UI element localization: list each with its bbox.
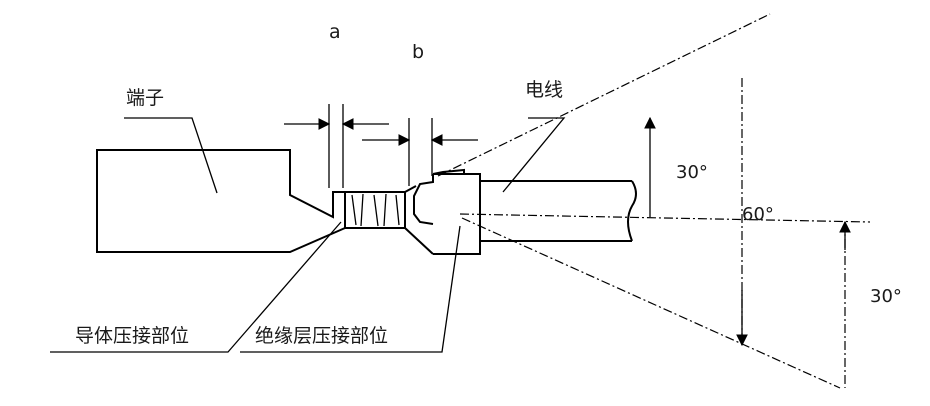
label-terminal: 端子 xyxy=(126,87,164,109)
label-b: b xyxy=(412,41,424,63)
angle-arrows xyxy=(644,116,851,347)
wire xyxy=(480,180,637,242)
label-angle-lower: 30° xyxy=(870,286,902,307)
terminal-outline xyxy=(96,149,481,255)
label-conductor-crimp: 导体压接部位 xyxy=(75,325,189,347)
dimension-markers xyxy=(284,104,478,188)
label-a: a xyxy=(329,21,341,43)
label-angle-upper: 30° xyxy=(676,162,708,183)
leader-lines xyxy=(50,117,566,353)
label-insulation-crimp: 绝缘层压接部位 xyxy=(255,325,388,347)
label-wire: 电线 xyxy=(525,79,563,101)
label-angle-total: 60° xyxy=(742,204,774,225)
angle-boundary-lines xyxy=(437,13,871,389)
